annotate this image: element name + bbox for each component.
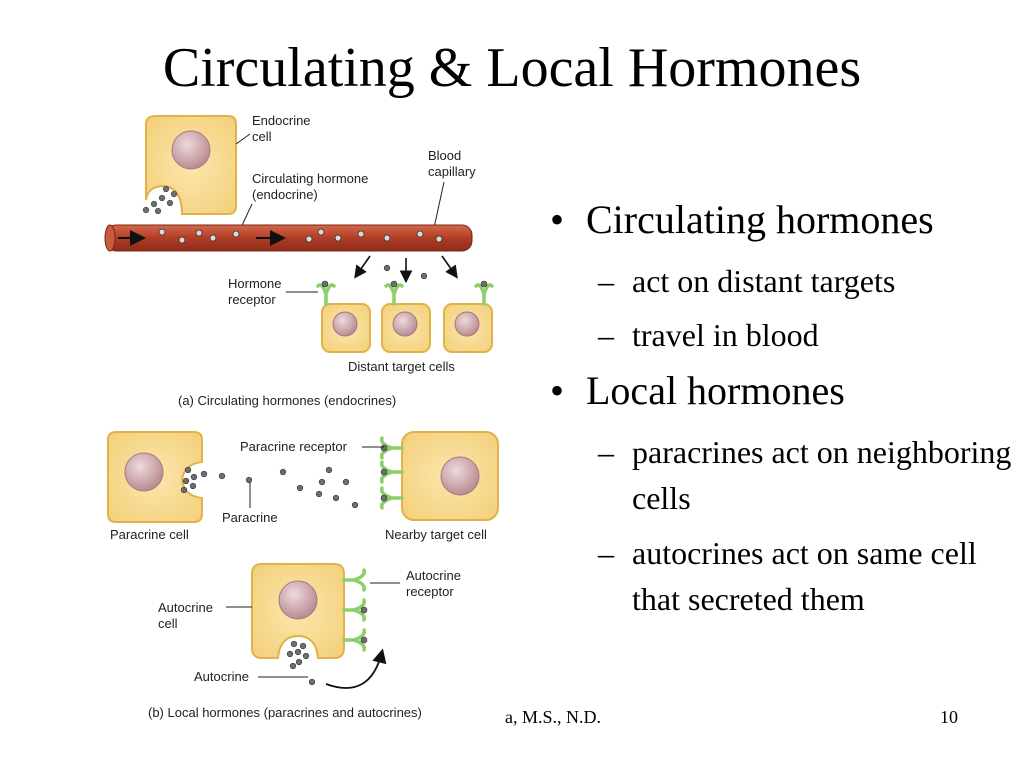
panel-a: Endocrine cell Circulating hormone (endo…: [104, 113, 494, 408]
sub-bullet-autocrines: –autocrines act on same cell that secret…: [598, 534, 977, 617]
sub-bullet-text: paracrines act on neighboring cells: [632, 433, 1012, 517]
hormone-receptor-label-2: receptor: [228, 292, 276, 307]
paracrine-hormones: [180, 466, 359, 509]
sub-bullet-distant-targets: –act on distant targets: [598, 263, 896, 299]
blood-capillary-label-2: capillary: [428, 164, 476, 179]
circulating-hormone-label-1: Circulating hormone: [252, 171, 368, 186]
endocrine-cell-label-2: cell: [252, 129, 272, 144]
sub-bullet-paracrines: –paracrines act on neighboring cells: [598, 433, 1012, 517]
autocrine-cell: [251, 563, 387, 689]
footer-author: a, M.S., N.D.: [505, 707, 602, 727]
autocrine-receptor-label-1: Autocrine: [406, 568, 461, 583]
hormone-receptor-label-1: Hormone: [228, 276, 281, 291]
paracrine-receptor-label: Paracrine receptor: [240, 439, 348, 454]
paracrine-label: Paracrine: [222, 510, 278, 525]
diffusion-arrows: [354, 255, 458, 284]
distant-target-cells: [316, 280, 494, 353]
distant-target-cells-label: Distant target cells: [348, 359, 455, 374]
sub-bullet-travel-blood: –travel in blood: [598, 317, 819, 354]
blood-hormones: [158, 228, 443, 244]
endocrine-cell-label-1: Endocrine: [252, 113, 311, 128]
bullet-circulating-hormones: Circulating hormones: [548, 196, 1018, 244]
autocrine-receptor-label-2: receptor: [406, 584, 454, 599]
autocrine-label: Autocrine: [194, 669, 249, 684]
blood-capillary-label-1: Blood: [428, 148, 461, 163]
secreted-hormones: [142, 185, 178, 215]
nearby-target-cell-label: Nearby target cell: [385, 527, 487, 542]
paracrine-cell-label: Paracrine cell: [110, 527, 189, 542]
hormone-diagram: Endocrine cell Circulating hormone (endo…: [104, 113, 499, 720]
bullet-list: Circulating hormones –act on distant tar…: [548, 196, 1018, 630]
panel-a-caption: (a) Circulating hormones (endocrines): [178, 393, 396, 408]
endocrine-cell: [145, 115, 237, 215]
circulating-hormone-label-2: (endocrine): [252, 187, 318, 202]
sub-bullet-text: act on distant targets: [632, 263, 896, 299]
slide-title: Circulating & Local Hormones: [162, 37, 862, 99]
bullet-local-hormones: Local hormones: [548, 367, 1018, 415]
page-number: 10: [940, 707, 958, 727]
sub-bullet-text: travel in blood: [632, 317, 819, 354]
nearby-target-cell: [379, 431, 499, 521]
panel-b: Paracrine receptor Paracrine Paracrine c…: [107, 431, 499, 720]
autocrine-cell-label-2: cell: [158, 616, 178, 631]
blood-capillary: [104, 224, 473, 252]
autocrine-cell-label-1: Autocrine: [158, 600, 213, 615]
paracrine-cell: [107, 431, 203, 523]
sub-bullet-text: autocrines act on same cell that secrete…: [632, 534, 977, 617]
panel-b-caption: (b) Local hormones (paracrines and autoc…: [148, 705, 422, 720]
